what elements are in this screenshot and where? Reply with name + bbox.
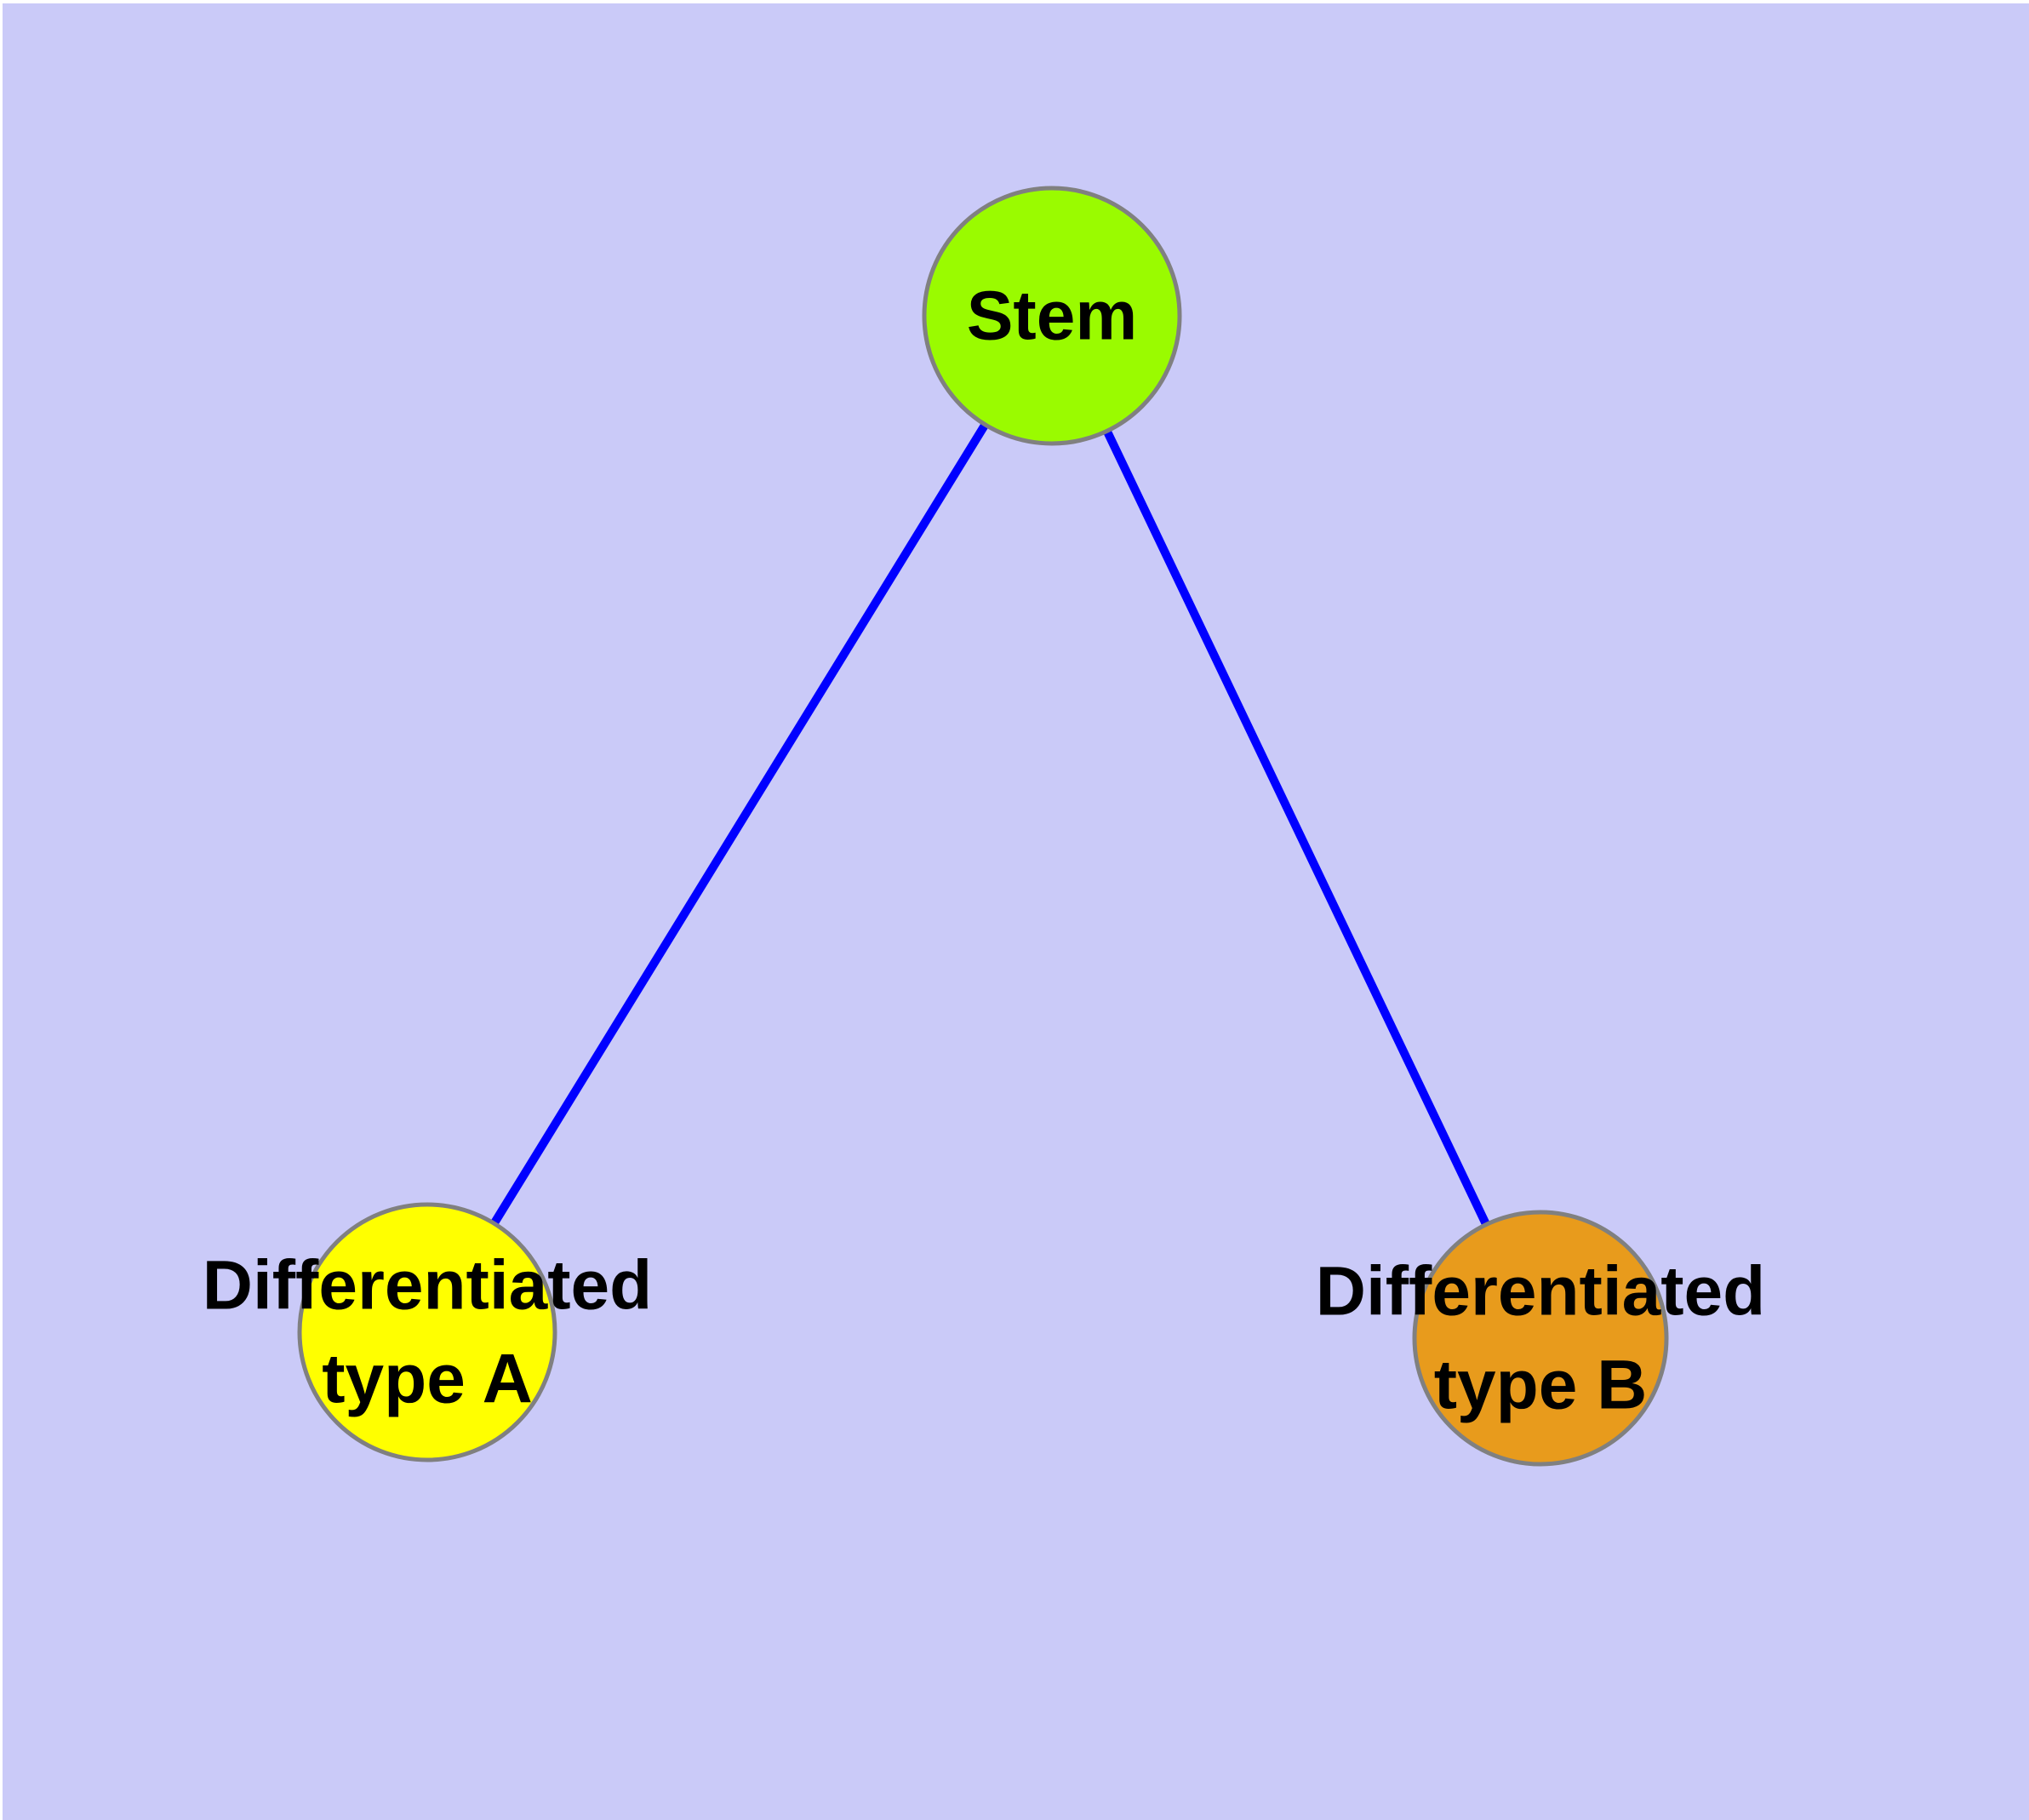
node-type-b-circle [1412, 1210, 1669, 1467]
edge-stem-type-a [489, 419, 991, 1229]
edge-stem-type-b [1101, 426, 1492, 1230]
node-stem-circle [922, 186, 1182, 446]
node-stem-label: Stem [967, 278, 1138, 355]
node-type-a-circle [297, 1202, 557, 1462]
